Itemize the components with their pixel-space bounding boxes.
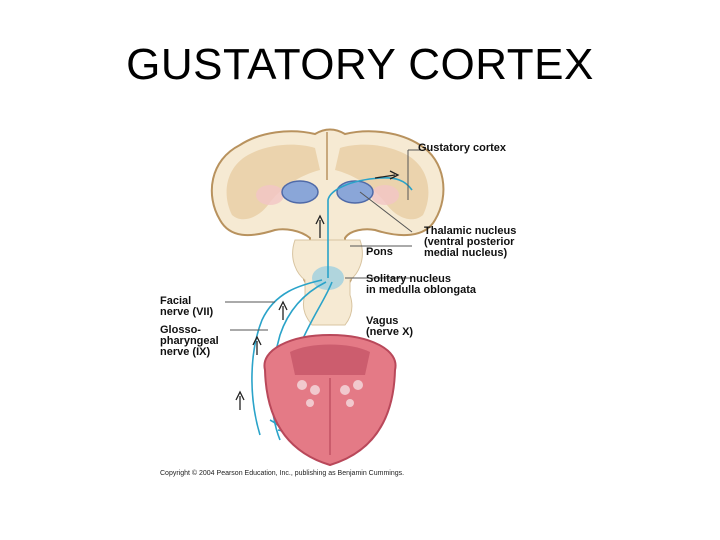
copyright-notice: Copyright © 2004 Pearson Education, Inc.…	[160, 470, 405, 477]
label-gustatory-cortex: Gustatory cortex	[418, 142, 507, 154]
label-leader-lines	[225, 149, 420, 331]
label-glossopharyngeal-nerve: Glosso- pharyngeal nerve (IX)	[160, 324, 219, 358]
gustatory-pathway-diagram	[210, 128, 445, 467]
tongue	[263, 333, 397, 467]
thalamus	[281, 180, 374, 204]
label-vagus-nerve: Vagus (nerve X)	[366, 315, 414, 338]
label-thalamic-nucleus: Thalamic nucleus (ventral posterior medi…	[424, 225, 517, 259]
label-pons: Pons	[366, 246, 393, 258]
slide-title: GUSTATORY CORTEX	[126, 40, 594, 89]
label-facial-nerve: Facial nerve (VII)	[160, 295, 214, 318]
signal-arrows	[235, 170, 400, 410]
label-solitary-nucleus: Solitary nucleus in medulla oblongata	[366, 273, 477, 296]
